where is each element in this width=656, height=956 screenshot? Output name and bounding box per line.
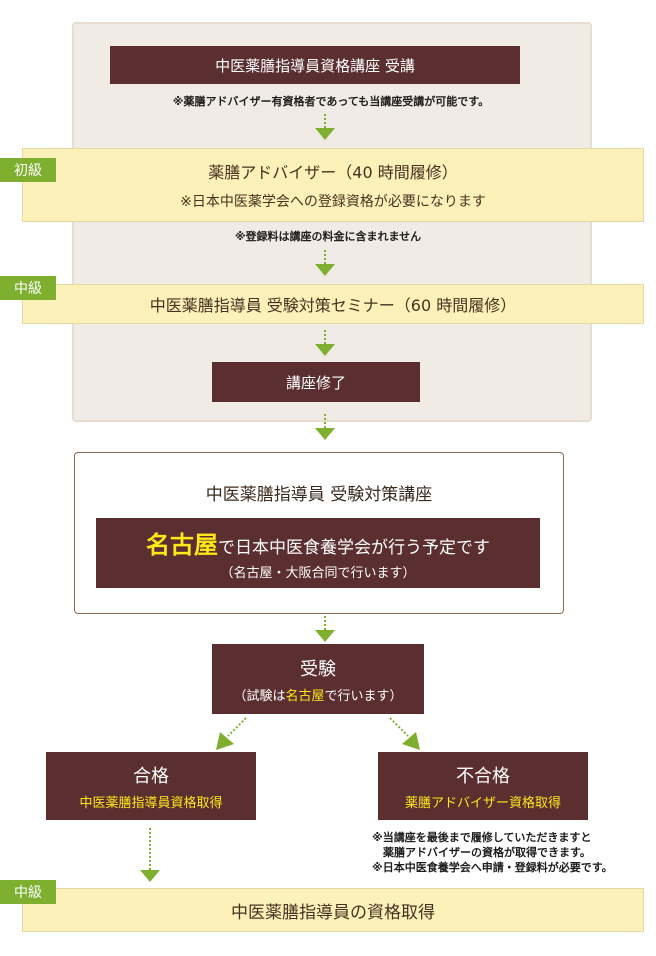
down-arrow-icon (315, 616, 335, 642)
final-qualification-box: 中医薬膳指導員の資格取得 (22, 888, 644, 932)
fail-notes: ※当講座を最後まで履修していただきますと 薬膳アドバイザーの資格が取得できます。… (372, 830, 613, 875)
down-arrow-icon (140, 828, 160, 882)
beginner-box: 薬膳アドバイザー（40 時間履修） ※日本中医薬学会への登録資格が必要になります (22, 148, 644, 222)
fail-note-line: 薬膳アドバイザーの資格が取得できます。 (372, 846, 591, 859)
top-note: ※薬膳アドバイザー有資格者であっても当講座受講が可能です。 (172, 95, 490, 108)
final-qualification-title: 中医薬膳指導員の資格取得 (231, 902, 435, 923)
fee-note: ※登録料は講座の料金に含まれません (234, 230, 422, 243)
exam-sub-highlight: 名古屋 (285, 688, 325, 704)
exam-course-venue-line: 名古屋で日本中医食養学会が行う予定です (146, 525, 490, 560)
exam-title: 受験 (300, 658, 336, 680)
down-arrow-icon (315, 330, 335, 356)
down-arrow-icon (315, 250, 335, 276)
exam-box: 受験 （試験は名古屋で行います） (212, 644, 424, 714)
exam-sub-suffix: で行います） (324, 688, 403, 704)
beginner-title: 薬膳アドバイザー（40 時間履修） (208, 163, 458, 182)
pass-box: 合格 中医薬膳指導員資格取得 (46, 752, 256, 820)
pass-title: 合格 (133, 765, 169, 787)
exam-course-title: 中医薬膳指導員 受験対策講座 (205, 485, 433, 505)
fail-subtitle: 薬膳アドバイザー資格取得 (404, 795, 561, 811)
exam-sub-prefix: （試験は (233, 688, 286, 704)
course-enrollment-box: 中医薬膳指導員資格講座 受講 (110, 46, 520, 84)
intermediate-level-tag: 中級 (0, 276, 56, 300)
diagonal-arrow-right-icon (389, 717, 420, 750)
course-enrollment-label: 中医薬膳指導員資格講座 受講 (215, 56, 415, 75)
pass-subtitle: 中医薬膳指導員資格取得 (79, 795, 223, 811)
exam-course-venue-sub: （名古屋・大阪合同で行います） (220, 566, 416, 581)
venue-rest: で日本中医食養学会が行う予定です (218, 538, 490, 558)
down-arrow-icon (315, 414, 335, 440)
beginner-level-tag: 初級 (0, 158, 56, 182)
venue-highlight: 名古屋 (146, 531, 218, 559)
exam-course-venue-box: 名古屋で日本中医食養学会が行う予定です （名古屋・大阪合同で行います） (96, 518, 540, 588)
intermediate-seminar-box: 中医薬膳指導員 受験対策セミナー（60 時間履修） (22, 284, 644, 324)
down-arrow-icon (315, 114, 335, 140)
exam-subtitle: （試験は名古屋で行います） (233, 685, 402, 704)
course-panel (72, 22, 592, 422)
final-level-tag: 中級 (0, 880, 56, 904)
course-completion-label: 講座修了 (285, 373, 346, 392)
diagonal-arrow-left-icon (216, 717, 247, 750)
fail-title: 不合格 (456, 765, 510, 787)
beginner-subtitle: ※日本中医薬学会への登録資格が必要になります (180, 194, 486, 210)
intermediate-seminar-title: 中医薬膳指導員 受験対策セミナー（60 時間履修） (149, 296, 517, 315)
course-completion-box: 講座修了 (212, 362, 420, 402)
fail-note-line: ※当講座を最後まで履修していただきますと (372, 831, 592, 844)
fail-note-line: ※日本中医食養学会へ申請・登録料が必要です。 (372, 861, 613, 874)
fail-box: 不合格 薬膳アドバイザー資格取得 (378, 752, 588, 820)
